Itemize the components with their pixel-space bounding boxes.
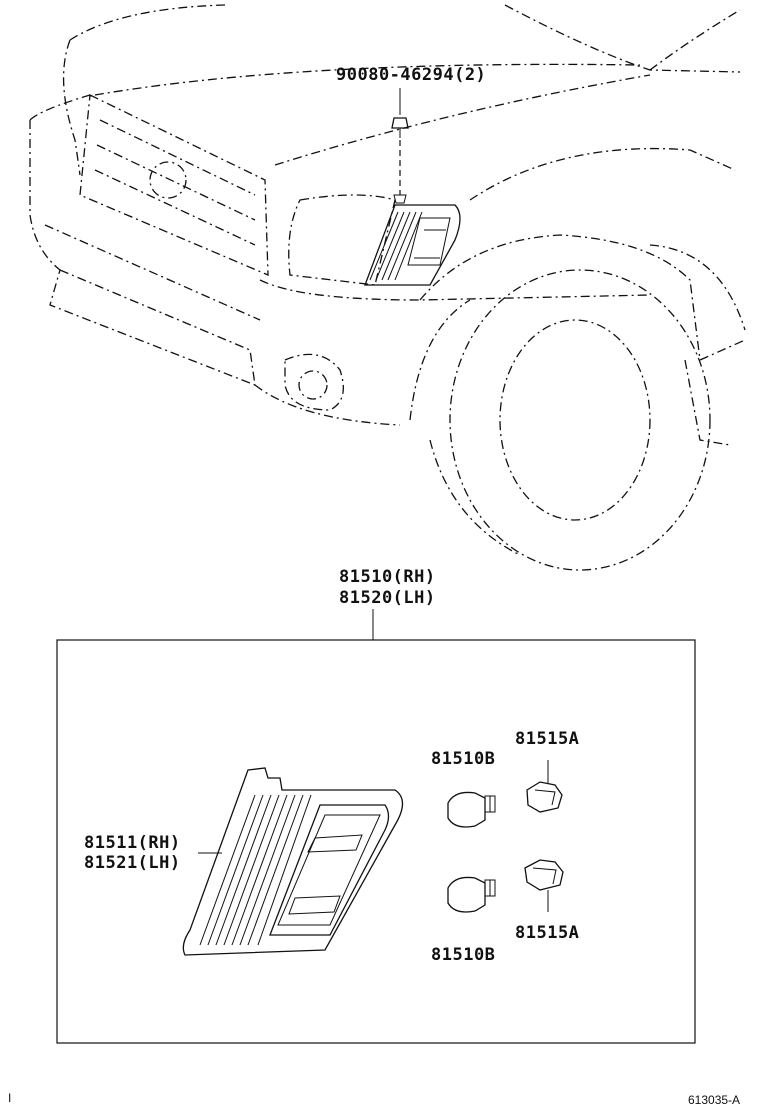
diagram-id: 613035-A: [688, 1093, 740, 1107]
bulb-bottom-part-number: 81510B: [431, 945, 495, 965]
vehicle-outline: [29, 4, 746, 571]
lens-lh-part-number: 81521(LH): [84, 853, 181, 873]
bulb-top-part-number: 81510B: [431, 749, 495, 769]
corner-light-on-vehicle: [364, 204, 461, 286]
lens-rh-part-number: 81511(RH): [84, 833, 181, 853]
socket-bottom-icon: [524, 859, 564, 912]
socket-bottom-part-number: 81515A: [515, 923, 579, 943]
bolt-icon: [391, 88, 409, 204]
parts-box: [56, 639, 696, 1044]
socket-top-icon: [526, 760, 563, 813]
bolt-part-number: 90080-46294(2): [336, 65, 486, 85]
corner-mark: I: [8, 1091, 11, 1105]
corner-lens: [182, 767, 404, 956]
bulb-bottom-icon: [447, 876, 496, 913]
assembly-lh-part-number: 81520(LH): [339, 588, 436, 608]
socket-top-part-number: 81515A: [515, 729, 579, 749]
assembly-rh-part-number: 81510(RH): [339, 567, 436, 587]
bulb-top-icon: [447, 791, 496, 828]
